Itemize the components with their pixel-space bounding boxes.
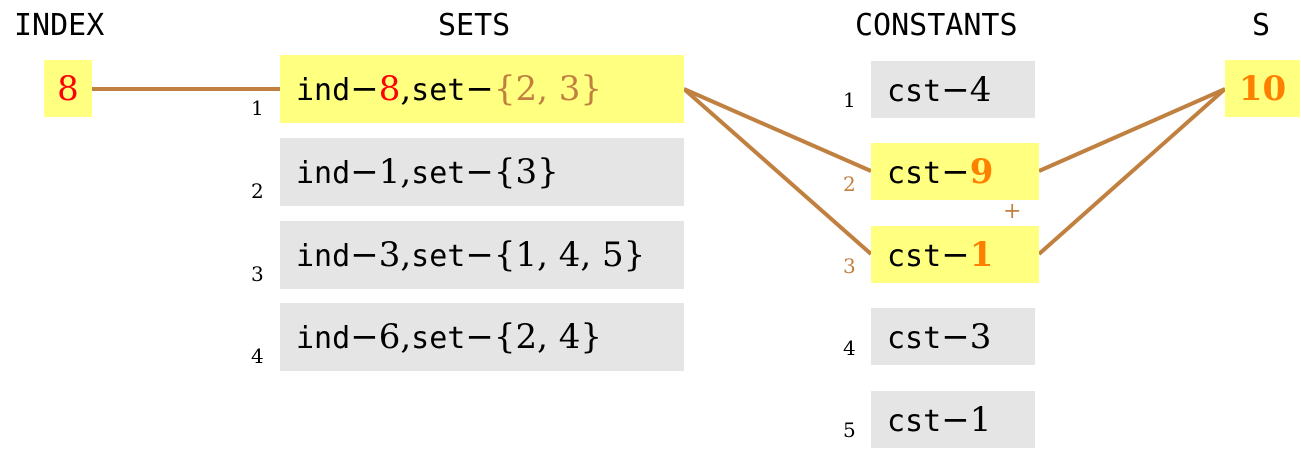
- set-value: {1, 4, 5}: [493, 235, 646, 275]
- set-row-number: 1: [251, 96, 264, 120]
- set-row-number: 4: [251, 344, 264, 368]
- dash: −: [350, 235, 379, 275]
- s-value: 10: [1238, 68, 1287, 109]
- constant-row-number: 4: [843, 336, 856, 360]
- dash: −: [941, 151, 970, 192]
- set-label: set: [411, 321, 466, 356]
- constant-row: cst − 9: [871, 143, 1039, 200]
- set-row-number: 2: [251, 179, 264, 203]
- index-box: 8: [44, 60, 92, 117]
- connector-cst3-to-s: [1037, 87, 1227, 256]
- connector-set1-to-cst3: [682, 87, 873, 256]
- cst-label: cst: [887, 73, 942, 109]
- ind-value: 1: [378, 152, 401, 192]
- ind-value: 3: [378, 235, 401, 275]
- ind-value: 6: [378, 317, 401, 357]
- dash: −: [941, 316, 970, 357]
- comma: ,: [400, 69, 412, 109]
- set-label: set: [411, 73, 466, 108]
- dash: −: [941, 69, 970, 110]
- constant-row-number: 2: [843, 172, 856, 196]
- constant-row: cst − 3: [871, 308, 1035, 365]
- header-constants: CONSTANTS: [855, 8, 1018, 43]
- ind-label: ind: [296, 73, 351, 108]
- set-row: ind − 1 , set − {3}: [280, 138, 684, 206]
- constant-row-number: 1: [843, 88, 856, 112]
- set-row-number: 3: [251, 262, 264, 286]
- header-index: INDEX: [14, 8, 105, 43]
- set-label: set: [411, 239, 466, 274]
- cst-label: cst: [887, 403, 942, 439]
- dash: −: [350, 317, 379, 357]
- ind-value: 8: [378, 69, 401, 109]
- dash: −: [941, 399, 970, 440]
- cst-value: 4: [969, 69, 992, 110]
- index-value: 8: [57, 68, 79, 109]
- connector-set1-to-cst2: [683, 87, 872, 173]
- set-value: {3}: [493, 152, 559, 192]
- set-value: {2, 4}: [493, 317, 602, 357]
- dash: −: [350, 152, 379, 192]
- set-value: {2, 3}: [493, 69, 602, 109]
- ind-label: ind: [296, 239, 351, 274]
- cst-value: 1: [969, 234, 994, 275]
- constant-row: cst − 1: [871, 391, 1035, 448]
- plus-sign: +: [1003, 199, 1022, 224]
- cst-label: cst: [887, 155, 942, 191]
- ind-label: ind: [296, 156, 351, 191]
- comma: ,: [400, 235, 412, 275]
- constant-row: cst − 1: [871, 226, 1039, 283]
- constant-row-number: 5: [843, 418, 856, 442]
- cst-value: 3: [969, 316, 992, 357]
- dash: −: [465, 235, 494, 275]
- dash: −: [465, 317, 494, 357]
- cst-label: cst: [887, 238, 942, 274]
- constant-row: cst − 4: [871, 61, 1035, 118]
- set-label: set: [411, 156, 466, 191]
- header-s: S: [1252, 8, 1271, 43]
- ind-label: ind: [296, 321, 351, 356]
- set-row: ind − 3 , set − {1, 4, 5}: [280, 221, 684, 289]
- dash: −: [465, 69, 494, 109]
- header-sets: SETS: [438, 8, 511, 43]
- connector-cst2-to-s: [1038, 87, 1226, 173]
- dash: −: [465, 152, 494, 192]
- set-row: ind − 6 , set − {2, 4}: [280, 303, 684, 371]
- s-box: 10: [1225, 60, 1300, 117]
- dash: −: [350, 69, 379, 109]
- comma: ,: [400, 152, 412, 192]
- dash: −: [941, 234, 970, 275]
- comma: ,: [400, 317, 412, 357]
- set-row: ind − 8 , set − {2, 3}: [280, 55, 684, 123]
- cst-value: 9: [969, 151, 994, 192]
- constant-row-number: 3: [843, 254, 856, 278]
- cst-label: cst: [887, 320, 942, 356]
- cst-value: 1: [969, 399, 992, 440]
